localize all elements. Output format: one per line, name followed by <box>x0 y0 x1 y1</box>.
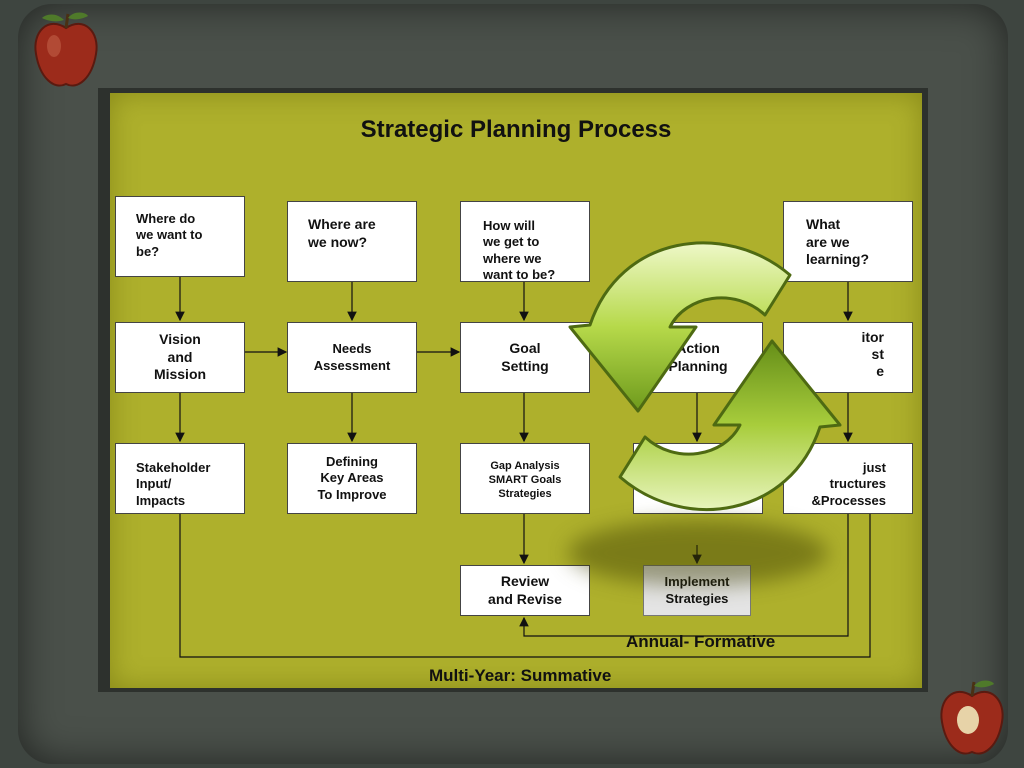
apple-icon <box>34 12 98 87</box>
implement-strategies: Implement Strategies <box>643 565 751 616</box>
question-where-now: Where are we now? <box>287 201 417 282</box>
detail-stakeholder-input: Stakeholder Input/ Impacts <box>115 443 245 514</box>
step-needs-assessment: Needs Assessment <box>287 322 417 393</box>
apple-icon <box>940 680 1004 755</box>
detail-defining-key-areas: Defining Key Areas To Improve <box>287 443 417 514</box>
step-goal-setting: Goal Setting <box>460 322 590 393</box>
question-learning: What are we learning? <box>783 201 913 282</box>
detail-gap-analysis: Gap Analysis SMART Goals Strategies <box>460 443 590 514</box>
diagram-title: Strategic Planning Process <box>360 116 672 143</box>
question-where-want: Where do we want to be? <box>115 196 245 277</box>
multi-year-summative-label: Multi-Year: Summative <box>429 666 612 685</box>
cycle-shadow <box>568 520 828 586</box>
annual-formative-label: Annual- Formative <box>626 632 776 651</box>
question-how-get: How will we get to where we want to be? <box>460 201 590 282</box>
step-vision-mission: Vision and Mission <box>115 322 245 393</box>
refresh-cycle-icon <box>568 241 842 511</box>
review-revise: Review and Revise <box>460 565 590 616</box>
